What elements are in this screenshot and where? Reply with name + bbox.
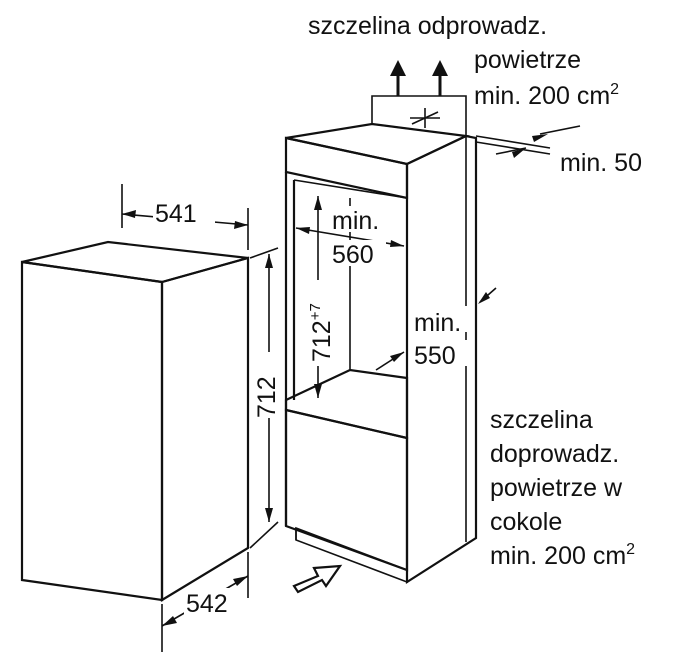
bottom-vent-label-line1: szczelina xyxy=(490,406,593,434)
bottom-vent-label-line3: powietrze w xyxy=(490,474,623,502)
appliance-depth-dimension xyxy=(161,552,249,652)
side-panel-pointer xyxy=(478,287,497,304)
top-vent-label-line3: min. 200 cm2 xyxy=(474,81,619,110)
exhaust-arrows xyxy=(390,60,448,96)
gap-dimension-min50 xyxy=(475,125,581,158)
top-vent-grille xyxy=(371,95,467,137)
min50-label: min. 50 xyxy=(560,149,642,177)
bottom-vent-area: min. 200 cm xyxy=(490,542,626,570)
niche-depth-label-min: min. xyxy=(414,309,461,337)
top-vent-label-line1: szczelina odprowadz. xyxy=(308,12,547,40)
niche-width-label-min: min. xyxy=(332,207,379,235)
appliance-width-label: 541 xyxy=(155,200,197,228)
appliance-height-label: 712 xyxy=(253,376,281,418)
niche-height-value: 712 xyxy=(308,320,336,362)
top-vent-area: min. 200 cm xyxy=(474,82,610,110)
niche-depth-label-value: 550 xyxy=(414,342,456,370)
bottom-vent-label-line4: cokole xyxy=(490,508,562,536)
top-vent-label-line2: powietrze xyxy=(474,46,581,74)
intake-arrow xyxy=(292,564,343,594)
niche-depth-dimension xyxy=(375,351,405,371)
top-vent-area-unit-sup: 2 xyxy=(610,81,619,98)
niche-height-label: 712+7 xyxy=(307,303,336,362)
niche-width-label-value: 560 xyxy=(332,241,374,269)
bottom-vent-label-line2: doprowadz. xyxy=(490,440,619,468)
appliance-box xyxy=(20,240,250,602)
bottom-vent-label-line5: min. 200 cm2 xyxy=(490,541,635,570)
niche-height-tolerance: +7 xyxy=(307,303,324,320)
appliance-depth-label: 542 xyxy=(186,590,228,618)
bottom-vent-area-unit-sup: 2 xyxy=(626,541,635,558)
